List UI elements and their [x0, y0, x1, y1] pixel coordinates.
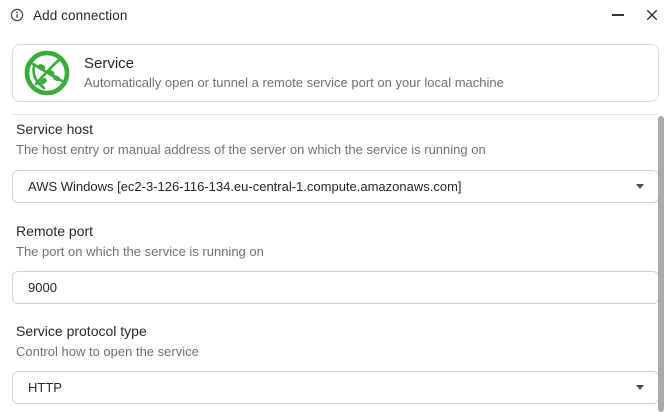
service-host-label: Service host [16, 121, 94, 137]
service-banner-title: Service [84, 55, 135, 72]
service-host-field: Service host The host entry or manual ad… [12, 122, 659, 203]
window-controls [611, 7, 659, 23]
remote-port-label: Remote port [16, 223, 94, 239]
service-protocol-field: Service protocol type Control how to ope… [12, 324, 659, 404]
service-host-value: AWS Windows [ec2-3-126-116-134.eu-centra… [28, 179, 462, 194]
service-protocol-value: HTTP [28, 380, 62, 395]
remote-port-description: The port on which the service is running… [16, 244, 264, 259]
info-icon [10, 8, 24, 22]
vertical-scrollbar[interactable] [658, 116, 664, 412]
window-title: Add connection [33, 7, 128, 23]
chevron-down-icon [636, 184, 644, 189]
chevron-down-icon [636, 385, 644, 390]
service-banner-text: Service Automatically open or tunnel a r… [84, 55, 504, 91]
service-protocol-select[interactable]: HTTP [12, 371, 659, 404]
minimize-button[interactable] [611, 7, 625, 23]
close-button[interactable] [645, 7, 659, 23]
service-network-icon [23, 49, 71, 97]
close-icon [646, 9, 658, 21]
service-banner-description: Automatically open or tunnel a remote se… [84, 75, 504, 90]
service-host-select[interactable]: AWS Windows [ec2-3-126-116-134.eu-centra… [12, 170, 659, 203]
service-protocol-description: Control how to open the service [16, 344, 199, 359]
service-banner: Service Automatically open or tunnel a r… [12, 44, 659, 102]
minimize-icon [612, 14, 624, 16]
remote-port-input[interactable] [12, 271, 659, 304]
form-content: Service host The host entry or manual ad… [0, 122, 671, 404]
service-host-description: The host entry or manual address of the … [16, 142, 486, 157]
titlebar: Add connection [0, 0, 671, 28]
service-protocol-label: Service protocol type [16, 323, 147, 339]
section-divider [12, 114, 658, 115]
remote-port-field: Remote port The port on which the servic… [12, 224, 659, 304]
